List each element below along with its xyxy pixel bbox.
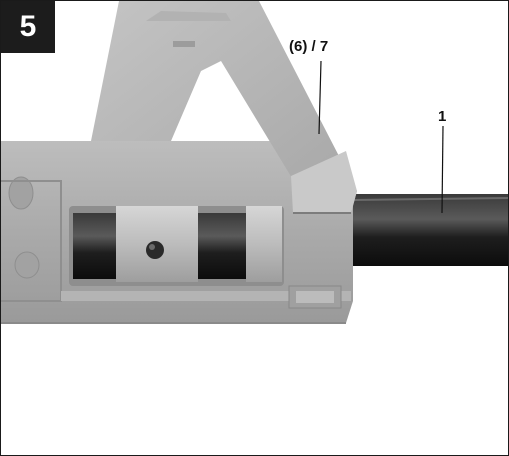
callout-label-1: 1	[438, 108, 447, 125]
callout-label-6-7: (6) / 7	[289, 38, 329, 55]
leader-line-1	[441, 125, 444, 214]
clamp-arm	[91, 1, 357, 206]
figure-number: 5	[19, 10, 37, 43]
pin-hole	[146, 241, 164, 259]
sleeve-right	[246, 206, 282, 282]
figure-number-badge: 5	[1, 1, 55, 53]
tool-photo	[1, 1, 508, 331]
leader-line-7	[318, 60, 322, 135]
